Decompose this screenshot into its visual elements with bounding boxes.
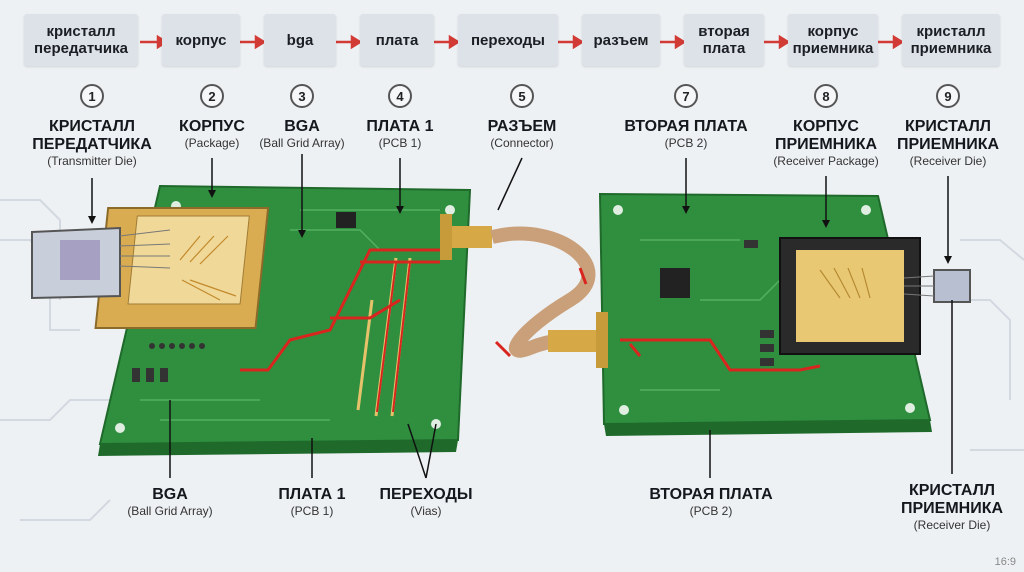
label-subtitle: (Ball Grid Array) — [259, 136, 345, 150]
flow-step-bga: bga — [264, 14, 336, 66]
step-number: 1 — [80, 84, 104, 108]
flow-step-vias: переходы — [458, 14, 558, 66]
flow-step-rx-package: корпус приемника — [788, 14, 878, 66]
label-title: КРИСТАЛЛ ПРИЕМНИКА — [896, 118, 1000, 153]
label-rx-die-bottom: КРИСТАЛЛ ПРИЕМНИКА (Receiver Die) — [894, 482, 1010, 533]
step-number: 5 — [510, 84, 534, 108]
rx-die — [933, 269, 971, 303]
label-title: ПЛАТА 1 — [278, 486, 346, 503]
label-title: ПЕРЕХОДЫ — [379, 486, 473, 503]
label-package: КОРПУС (Package) — [162, 118, 262, 151]
flow-step-package: корпус — [162, 14, 240, 66]
label-subtitle: (PCB 1) — [378, 136, 422, 150]
label-subtitle: (PCB 2) — [664, 136, 708, 150]
label-title: КРИСТАЛЛ ПЕРЕДАТЧИКА — [32, 118, 152, 153]
label-pcb1-bottom: ПЛАТА 1 (PCB 1) — [262, 486, 362, 519]
label-rx-package: КОРПУС ПРИЕМНИКА (Receiver Package) — [760, 118, 892, 169]
label-title: КОРПУС — [179, 118, 245, 135]
step-number: 9 — [936, 84, 960, 108]
label-tx-die: КРИСТАЛЛ ПЕРЕДАТЧИКА (Transmitter Die) — [22, 118, 162, 169]
label-subtitle: (Package) — [184, 136, 240, 150]
label-subtitle: (Receiver Die) — [909, 154, 987, 168]
flow-step-pcb: плата — [360, 14, 434, 66]
label-title: РАЗЪЕМ — [487, 118, 557, 135]
label-title: BGA — [152, 486, 188, 503]
step-number: 2 — [200, 84, 224, 108]
label-pcb2: ВТОРАЯ ПЛАТА (PCB 2) — [614, 118, 758, 151]
step-number: 4 — [388, 84, 412, 108]
label-subtitle: (Receiver Package) — [773, 154, 879, 168]
label-subtitle: (PCB 2) — [689, 504, 733, 518]
step-number: 8 — [814, 84, 838, 108]
step-number: 7 — [674, 84, 698, 108]
label-rx-die: КРИСТАЛЛ ПРИЕМНИКА (Receiver Die) — [890, 118, 1006, 169]
label-pcb2-bottom: ВТОРАЯ ПЛАТА (PCB 2) — [636, 486, 786, 519]
label-pcb1: ПЛАТА 1 (PCB 1) — [350, 118, 450, 151]
label-subtitle: (Ball Grid Array) — [127, 504, 213, 518]
label-title: КРИСТАЛЛ ПРИЕМНИКА — [900, 482, 1004, 517]
label-subtitle: (Vias) — [410, 504, 442, 518]
label-title: BGA — [284, 118, 320, 135]
step-number: 3 — [290, 84, 314, 108]
aspect-ratio-note: 16:9 — [994, 556, 1016, 568]
label-subtitle: (Receiver Die) — [913, 518, 991, 532]
label-bga-bottom: BGA (Ball Grid Array) — [112, 486, 228, 519]
flow-step-tx-die: кристалл передатчика — [24, 14, 138, 66]
flow-step-pcb2: вторая плата — [684, 14, 764, 66]
label-connector: РАЗЪЕМ (Connector) — [472, 118, 572, 151]
label-title: КОРПУС ПРИЕМНИКА — [774, 118, 878, 153]
flow-step-rx-die: кристалл приемника — [902, 14, 1000, 66]
label-vias-bottom: ПЕРЕХОДЫ (Vias) — [370, 486, 482, 519]
label-title: ПЛАТА 1 — [366, 118, 434, 135]
label-subtitle: (Connector) — [490, 136, 554, 150]
label-subtitle: (Transmitter Die) — [47, 154, 137, 168]
label-title: ВТОРАЯ ПЛАТА — [649, 486, 773, 503]
flow-step-connector: разъем — [582, 14, 660, 66]
label-bga: BGA (Ball Grid Array) — [252, 118, 352, 151]
label-title: ВТОРАЯ ПЛАТА — [624, 118, 748, 135]
label-subtitle: (PCB 1) — [290, 504, 334, 518]
